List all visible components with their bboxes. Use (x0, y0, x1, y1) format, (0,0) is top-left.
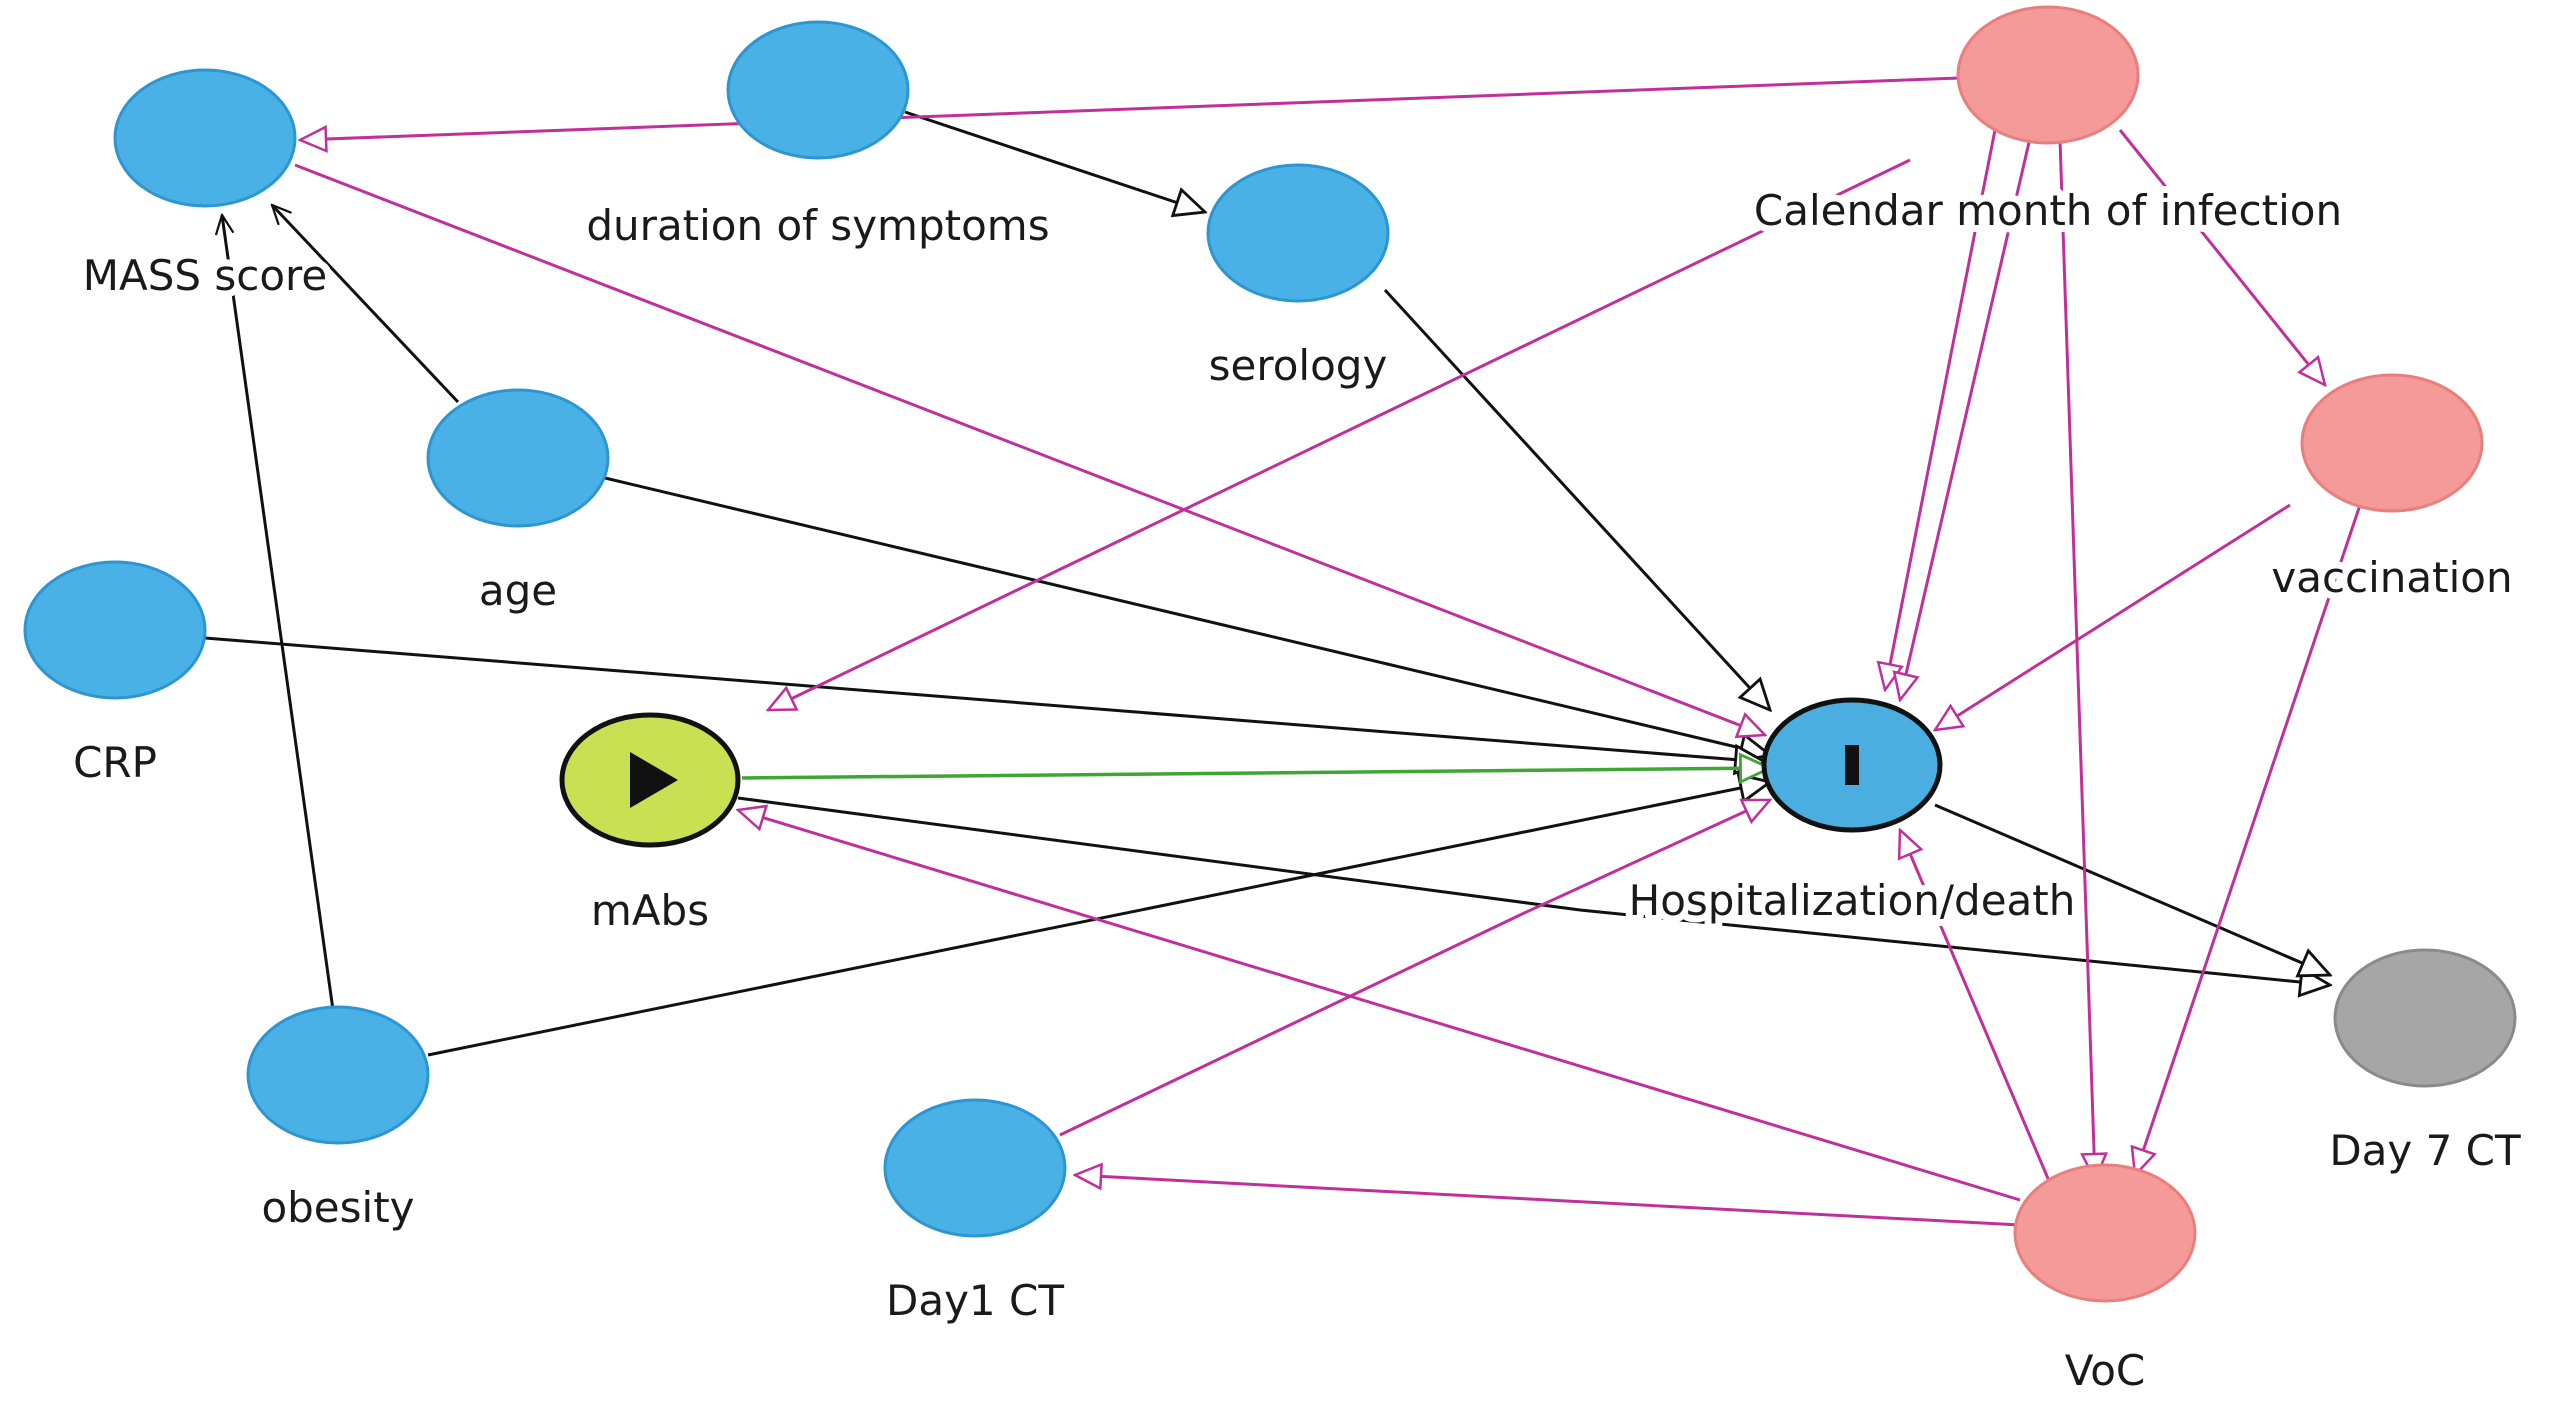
node-labels: MASS score duration of symptoms serology… (66, 179, 2528, 1402)
node-crp[interactable] (23, 560, 207, 700)
node-hosp[interactable] (1761, 697, 1943, 833)
edge-calendar-voc (2058, 139, 2095, 1180)
edge-serology-hosp (1383, 288, 1770, 710)
node-mass-ellipse (113, 68, 297, 208)
edge-age-hosp (604, 476, 1770, 755)
node-voc-ellipse (2013, 1163, 2197, 1303)
node-obesity[interactable] (246, 1005, 430, 1145)
node-age[interactable] (426, 388, 610, 528)
node-voc-label: VoC (2065, 1346, 2146, 1395)
edge-calendar-hosp-a (1885, 129, 1997, 690)
edge-day1-hosp (1059, 798, 1770, 1137)
node-obesity-label: obesity (261, 1183, 414, 1232)
node-mass[interactable] (113, 68, 297, 208)
node-serology-label: serology (1209, 341, 1388, 390)
node-hosp-label: Hospitalization/death (1629, 876, 2076, 925)
node-vacc-ellipse (2300, 373, 2484, 513)
edge-calendar-hosp-b (1900, 137, 2032, 700)
edge-voc-mabs (738, 810, 2021, 1202)
node-day1[interactable] (883, 1098, 1067, 1238)
node-age-ellipse (426, 388, 610, 528)
edge-mabs-day7 (737, 796, 2330, 985)
node-age-label: age (479, 566, 557, 615)
node-crp-ellipse (23, 560, 207, 700)
edge-voc-hosp (1900, 830, 2057, 1196)
node-serology-ellipse (1206, 163, 1390, 303)
node-voc[interactable] (2013, 1163, 2197, 1303)
edge-vacc-hosp (1935, 503, 2291, 730)
node-calendar-label: Calendar month of infection (1754, 186, 2342, 235)
node-duration[interactable] (726, 20, 910, 160)
node-crp-label: CRP (73, 738, 157, 787)
edge-mabs-hosp (741, 768, 1770, 778)
edge-age-mass (272, 205, 460, 404)
node-serology[interactable] (1206, 163, 1390, 303)
node-duration-ellipse (726, 20, 910, 160)
node-obesity-ellipse (246, 1005, 430, 1145)
node-calendar[interactable] (1956, 5, 2140, 145)
edge-calendar-mabs (768, 158, 1911, 712)
edge-duration-serology (904, 110, 1205, 212)
edge-hosp-day7 (1934, 803, 2330, 975)
node-day1-label: Day1 CT (886, 1276, 1064, 1325)
edge-mass-hosp (294, 163, 1765, 735)
edge-calendar-mass (300, 76, 1961, 140)
bar-icon (1845, 745, 1859, 785)
node-mabs[interactable] (559, 712, 741, 848)
node-calendar-ellipse (1956, 5, 2140, 145)
play-icon (630, 752, 678, 808)
node-day1-ellipse (883, 1098, 1067, 1238)
node-duration-label: duration of symptoms (586, 201, 1049, 250)
edge-voc-day1 (1075, 1175, 2021, 1227)
node-day7-label: Day 7 CT (2329, 1126, 2521, 1175)
node-vacc-label: vaccination (2271, 553, 2512, 602)
edge-crp-hosp (204, 636, 1765, 762)
node-mass-label: MASS score (83, 251, 328, 300)
edges-biasing (294, 76, 2362, 1227)
node-vacc[interactable] (2300, 373, 2484, 513)
edge-obesity-mass (222, 215, 335, 1011)
edge-vacc-voc (2135, 504, 2362, 1175)
node-day7-ellipse (2333, 948, 2517, 1088)
node-mabs-label: mAbs (591, 886, 709, 935)
edge-calendar-vacc (2118, 129, 2325, 385)
node-day7[interactable] (2333, 948, 2517, 1088)
edges-causal (741, 768, 1770, 778)
